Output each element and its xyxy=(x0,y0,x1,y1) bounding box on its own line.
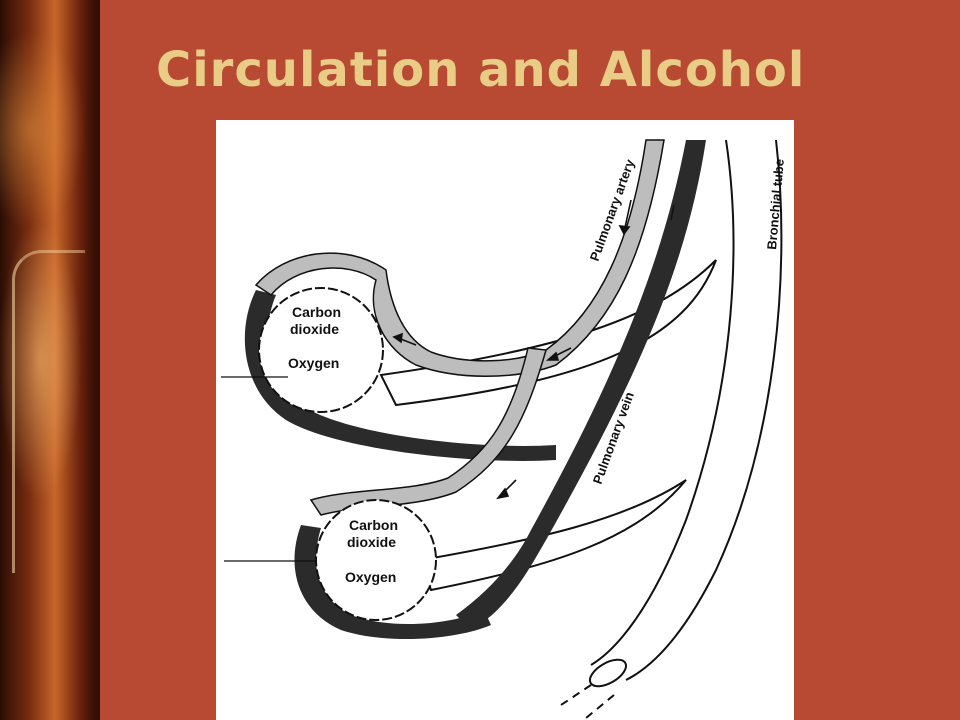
upper-label-carbon: Carbon xyxy=(292,304,341,320)
background-photo-strip xyxy=(0,0,100,720)
glass-silhouette xyxy=(12,250,85,573)
lower-bronchiole xyxy=(419,479,687,592)
lower-label-oxygen: Oxygen xyxy=(345,569,396,585)
photo-edge-shade xyxy=(82,0,100,720)
bronchial-tube xyxy=(560,139,783,719)
label-bronchial-tube: Bronchial tube xyxy=(764,158,787,250)
lower-label-dioxide: dioxide xyxy=(347,534,396,550)
upper-label-oxygen: Oxygen xyxy=(288,355,339,371)
flow-arrows xyxy=(392,199,675,500)
lower-label-carbon: Carbon xyxy=(349,517,398,533)
lower-alveolus xyxy=(315,499,437,621)
leader-lines xyxy=(221,376,316,562)
upper-alveolus xyxy=(258,287,384,413)
lung-circulation-diagram: Pulmonary artery Bronchial tube Pulmonar… xyxy=(216,120,794,720)
pulmonary-artery xyxy=(254,139,665,516)
slide-title: Circulation and Alcohol xyxy=(156,42,806,98)
upper-label-dioxide: dioxide xyxy=(290,321,339,337)
pulmonary-vein xyxy=(244,140,706,640)
